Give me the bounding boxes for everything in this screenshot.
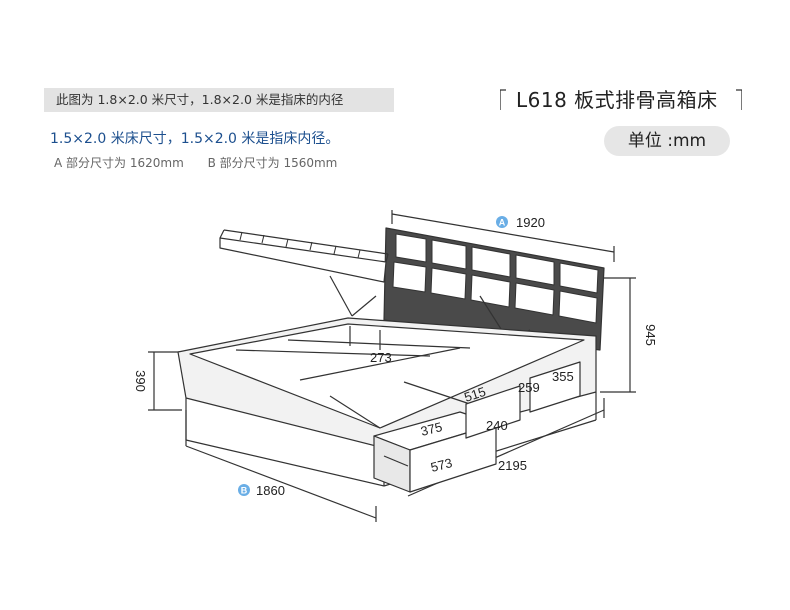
unit-label: 单位 :mm [604,126,730,156]
badge-b [238,484,250,496]
dim-line-bed-width [185,445,377,519]
dim-headboard-width: 1920 [516,215,545,230]
dim-bed-length: 2195 [498,458,527,473]
badge-b-label: B [241,486,248,496]
dim-line-headboard-width [391,213,615,253]
dim-bed-width: 1860 [256,483,285,498]
blue-size-note: 1.5×2.0 米床尺寸，1.5×2.0 米是指床内径。 [50,131,340,147]
note-a: A 部分尺寸为 1620mm [54,156,184,170]
dim-inner-depth: 273 [370,350,392,365]
dim-drawer-height: 240 [486,418,508,433]
dim-headboard-height: 945 [643,324,658,346]
dim-drawer-length: 573 [429,455,454,475]
title-bracket [500,89,742,110]
dim-drawer2-depth: 515 [462,384,487,405]
note-b: B 部分尺寸为 1560mm [207,156,338,170]
dim-bed-height: 390 [133,370,148,392]
ab-size-notes: A 部分尺寸为 1620mm B 部分尺寸为 1560mm [54,154,357,171]
badge-a [496,216,508,228]
dim-drawer2-height: 259 [518,380,540,395]
gray-note-bar: 此图为 1.8×2.0 米尺寸，1.8×2.0 米是指床的内径 [44,88,394,112]
dim-drawer3-depth: 355 [552,369,574,384]
product-title: L618 板式排骨高箱床 [516,88,718,112]
badge-a-label: A [499,218,506,228]
dim-drawer-front: 375 [419,419,444,439]
